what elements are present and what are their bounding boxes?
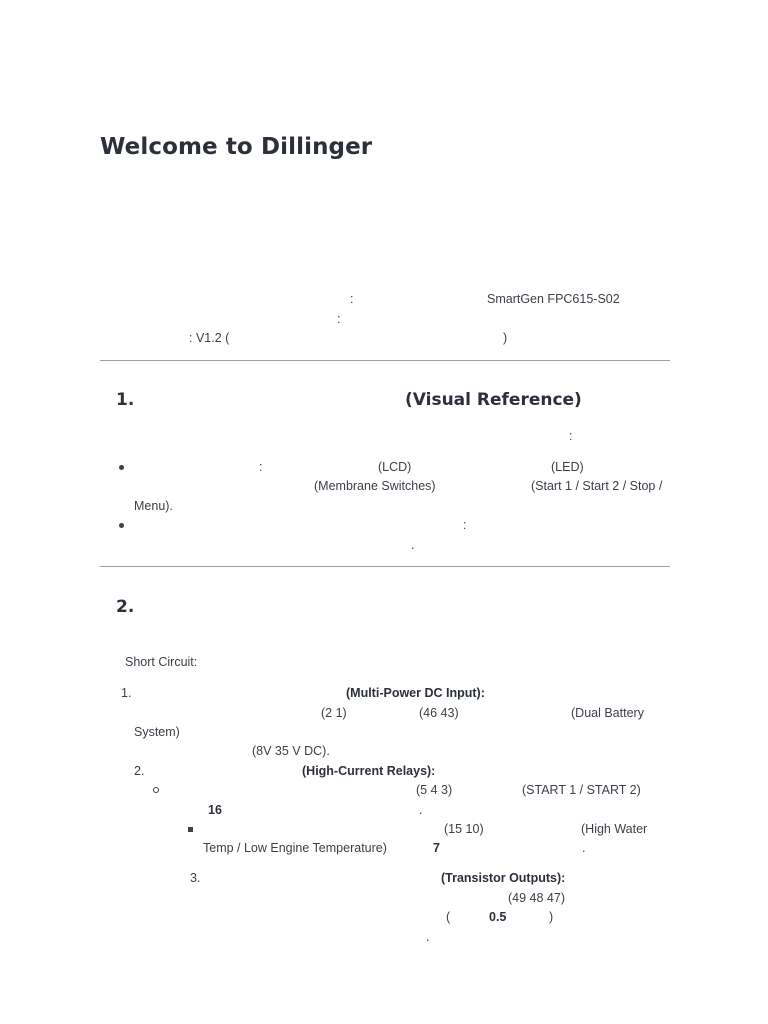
item2-sub1-value: 16 (208, 803, 222, 817)
item2-sub2-pins: (15 10) (444, 822, 484, 836)
item2-sub2-high: (High Water (581, 822, 648, 836)
sub-bullet-marker (153, 787, 159, 793)
item3-pins: (49 48 47) (508, 891, 565, 905)
bullet-marker (119, 523, 124, 528)
section1-heading: (Visual Reference) (405, 390, 582, 410)
item1-number: 1. (121, 686, 132, 700)
item2-sub1-pins: (5 4 3) (416, 783, 453, 797)
bullet2-colon: : (463, 518, 467, 532)
item1-pins: (2 1) (321, 706, 347, 720)
section1-intro-colon: : (569, 429, 573, 443)
meta-colon-2: : (337, 312, 341, 326)
short-circuit-label: Short Circuit: (125, 655, 198, 669)
bullet1-buttons: (Start 1 / Start 2 / Stop / (531, 479, 663, 493)
item3-paren-close: ) (549, 910, 554, 924)
sub-sub-bullet-marker (188, 827, 193, 832)
meta-model: SmartGen FPC615-S02 (487, 292, 620, 306)
meta-version: : V1.2 ( (189, 331, 230, 345)
item2-sub2-value: 7 (433, 841, 440, 855)
item1-dual: (Dual Battery (571, 706, 644, 720)
divider (100, 360, 670, 361)
item3-period: . (426, 930, 430, 944)
divider (100, 566, 670, 567)
item2-heading: (High-Current Relays): (302, 764, 436, 778)
item3-number: 3. (190, 871, 201, 885)
bullet-marker (119, 465, 124, 470)
meta-version-close: ) (503, 331, 508, 345)
bullet1-colon: : (259, 460, 263, 474)
item1-voltage: (8V 35 V DC). (252, 744, 330, 758)
item3-heading: (Transistor Outputs): (441, 871, 566, 885)
item1-heading: (Multi-Power DC Input): (346, 686, 485, 700)
bullet1-membrane: (Membrane Switches) (314, 479, 436, 493)
meta-colon-1: : (350, 292, 354, 306)
bullet1-lcd: (LCD) (378, 460, 412, 474)
bullet1-menu: Menu). (134, 499, 173, 513)
item2-sub1-start: (START 1 / START 2) (522, 783, 641, 797)
item2-sub1-period: . (419, 803, 423, 817)
item2-number: 2. (134, 764, 145, 778)
section2-number: 2. (116, 597, 135, 617)
item3-paren-open: ( (446, 910, 451, 924)
item1-pins2: (46 43) (419, 706, 459, 720)
bullet1-led: (LED) (551, 460, 584, 474)
item3-value: 0.5 (489, 910, 507, 924)
bullet2-period: . (411, 538, 415, 552)
item2-sub2-period: . (582, 841, 586, 855)
page-title: Welcome to Dillinger (100, 134, 373, 160)
item1-system: System) (134, 725, 180, 739)
item2-sub2-temp: Temp / Low Engine Temperature) (203, 841, 387, 855)
section1-number: 1. (116, 390, 135, 410)
